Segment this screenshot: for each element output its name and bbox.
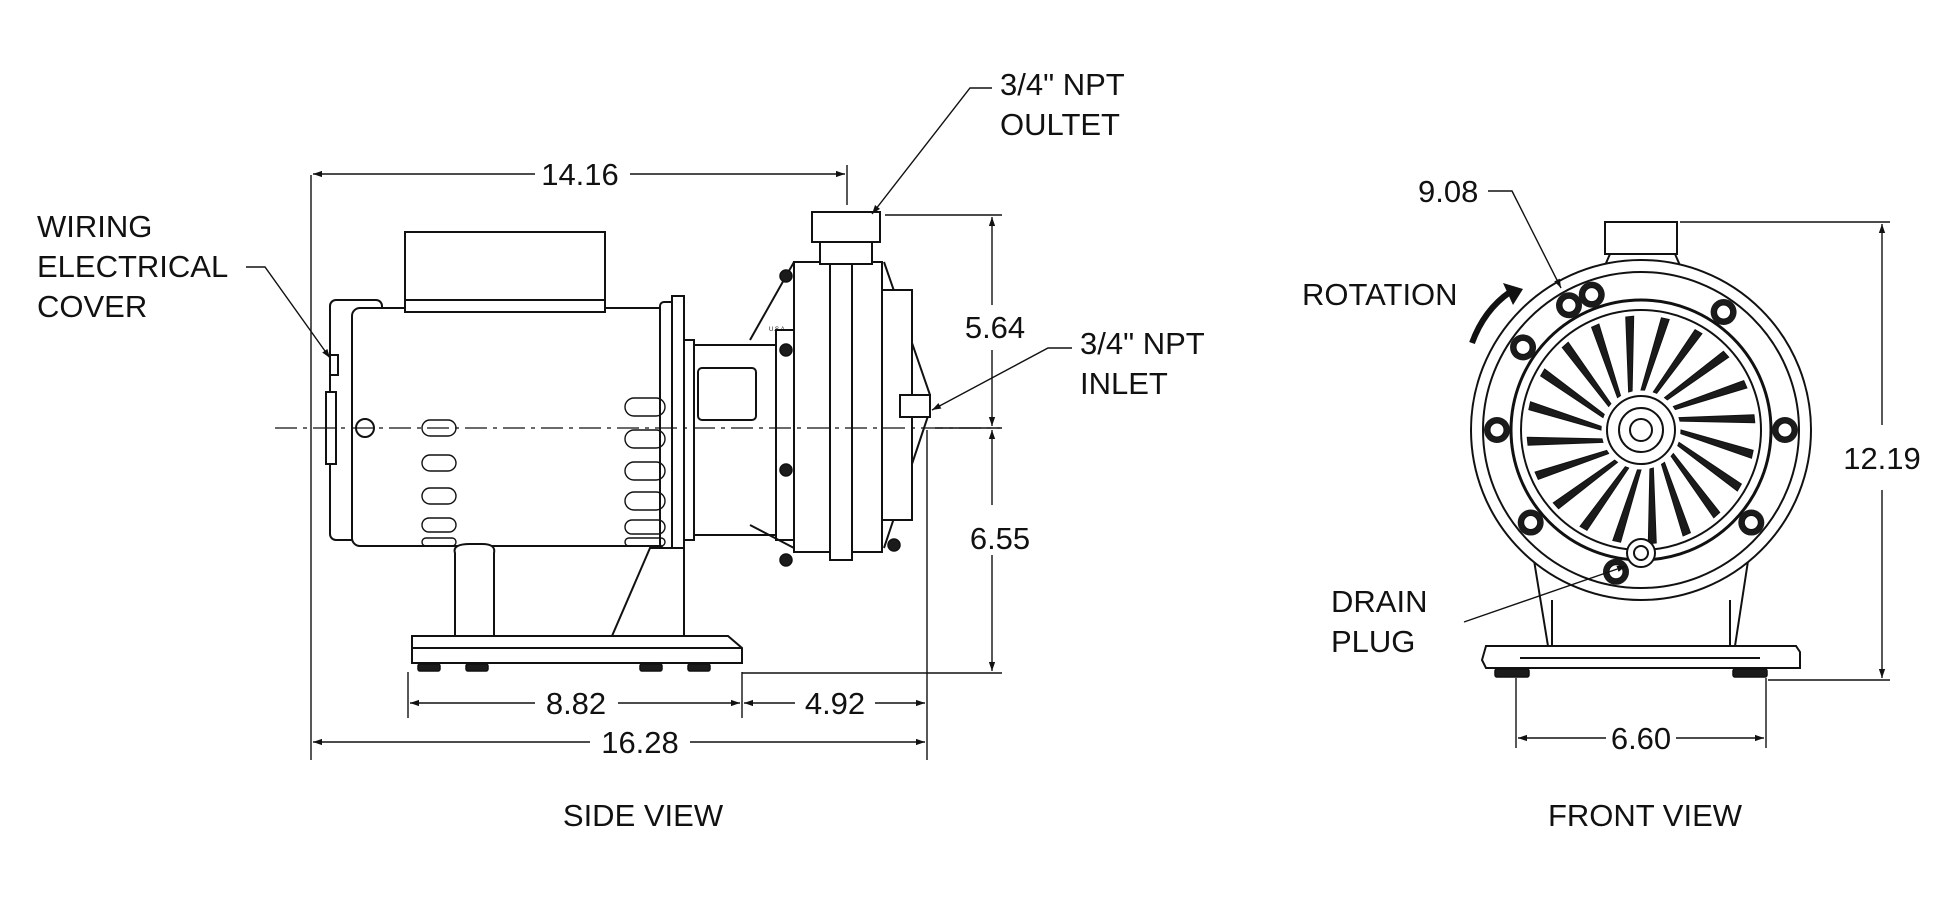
impeller-vane <box>1670 452 1721 519</box>
impeller-vanes <box>1526 315 1756 545</box>
side-view: U.S.A 14.16 5.64 6.55 <box>37 67 1205 833</box>
impeller-vane <box>1660 461 1692 537</box>
dim-5-64-label: 5.64 <box>965 310 1025 345</box>
dim-14-16: 14.16 <box>310 157 848 760</box>
inlet-label-line1: 3/4" NPT <box>1080 326 1205 361</box>
impeller-vane <box>1672 379 1748 411</box>
drain-plug <box>1626 538 1656 568</box>
side-view-title: SIDE VIEW <box>563 798 724 833</box>
callout-outlet: 3/4" NPT OULTET <box>871 67 1125 215</box>
impeller-vane <box>1663 350 1730 401</box>
dim-9-08-label: 9.08 <box>1418 174 1478 209</box>
rotation-label: ROTATION <box>1302 277 1458 312</box>
housing-bolt <box>1484 417 1510 443</box>
housing-bolt <box>1510 334 1537 361</box>
dim-vertical-side: 5.64 6.55 <box>742 214 1030 674</box>
housing-bolt <box>1556 292 1582 319</box>
side-base <box>411 543 743 672</box>
impeller-vane <box>1579 466 1630 532</box>
pump-head: U.S.A <box>749 211 931 567</box>
housing-bolt <box>1772 417 1798 443</box>
impeller-vane <box>1590 323 1622 399</box>
impeller-vane <box>1612 469 1642 543</box>
drain-label-line2: PLUG <box>1331 624 1415 659</box>
callout-inlet: 3/4" NPT INLET <box>931 326 1205 411</box>
dim-16-28-label: 16.28 <box>601 725 679 760</box>
dim-9-08: 9.08 <box>1418 174 1562 289</box>
housing-bolt <box>1517 509 1544 536</box>
impeller-vane <box>1552 459 1619 510</box>
impeller-hub <box>1606 395 1676 465</box>
housing-bolt <box>1602 558 1629 585</box>
dim-12-19-label: 12.19 <box>1843 441 1921 476</box>
wiring-label-line3: COVER <box>37 289 147 324</box>
housing-bolt <box>1578 281 1605 308</box>
housing-bolt <box>1738 509 1765 536</box>
impeller-vane <box>1526 436 1604 446</box>
impeller-vane <box>1528 401 1602 431</box>
dim-14-16-label: 14.16 <box>541 157 619 192</box>
outlet-label-line1: 3/4" NPT <box>1000 67 1125 102</box>
housing-bolt <box>1710 299 1737 326</box>
dim-4-92-label: 4.92 <box>805 686 865 721</box>
dim-6-60: 6.60 <box>1515 678 1767 756</box>
usa-stamp: U.S.A <box>769 327 785 333</box>
dim-6-60-label: 6.60 <box>1611 721 1671 756</box>
callout-drain-plug: DRAIN PLUG <box>1331 565 1627 659</box>
impeller-vane <box>1652 328 1703 394</box>
dim-8-82-label: 8.82 <box>546 686 606 721</box>
drain-label-line1: DRAIN <box>1331 584 1427 619</box>
impeller-vane <box>1680 429 1754 459</box>
impeller-vane <box>1539 368 1605 419</box>
motor <box>325 231 685 553</box>
impeller-vane <box>1640 317 1670 391</box>
impeller-vane <box>1534 449 1610 481</box>
wiring-label-line2: ELECTRICAL <box>37 249 228 284</box>
front-view: 9.08 12.19 6.60 ROTATION DRAIN PLUG FRON… <box>1302 174 1921 833</box>
rotation-arrow <box>1469 283 1523 345</box>
front-view-title: FRONT VIEW <box>1548 798 1743 833</box>
impeller-vane <box>1678 414 1756 424</box>
housing-bolts <box>1484 281 1798 585</box>
impeller-vane <box>1625 315 1635 393</box>
outlet-label-line2: OULTET <box>1000 107 1120 142</box>
dim-6-55-label: 6.55 <box>970 521 1030 556</box>
inlet-label-line2: INLET <box>1080 366 1168 401</box>
adapter-bracket <box>683 329 795 541</box>
impeller-vane <box>1677 441 1743 492</box>
callout-wiring-cover: WIRING ELECTRICAL COVER <box>37 209 331 359</box>
impeller-vane <box>1561 341 1612 408</box>
wiring-label-line1: WIRING <box>37 209 152 244</box>
dim-12-19: 12.19 <box>1680 221 1921 681</box>
dim-horizontal-side: 8.82 4.92 16.28 <box>313 430 928 760</box>
